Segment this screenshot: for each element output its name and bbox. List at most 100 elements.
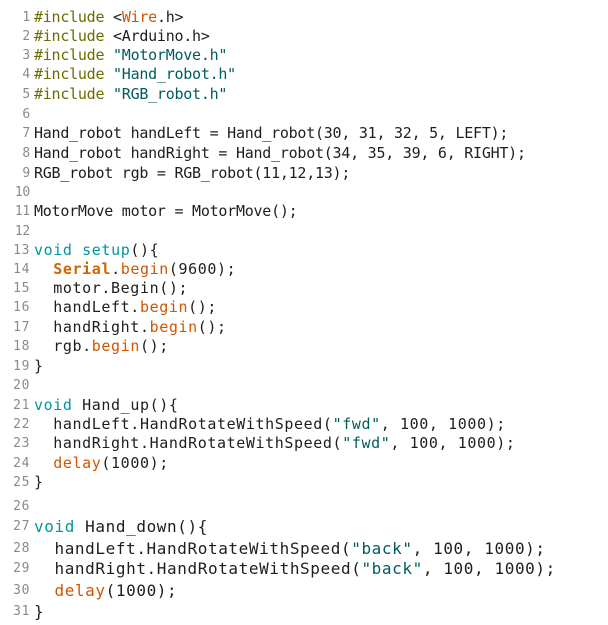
line-number: 20 bbox=[13, 377, 30, 393]
code-line[interactable]: 17 handRight.begin(); bbox=[0, 317, 608, 337]
code-token: } bbox=[34, 601, 45, 621]
line-number: 2 bbox=[22, 28, 30, 44]
code-token: begin bbox=[149, 318, 198, 336]
code-line[interactable]: 7 Hand_robot handLeft = Hand_robot(30, 3… bbox=[0, 123, 608, 143]
code-line[interactable]: 25 } bbox=[0, 472, 608, 492]
code-token: . bbox=[111, 260, 121, 278]
code-token: void bbox=[34, 516, 75, 536]
code-line[interactable]: 18 rgb.begin(); bbox=[0, 336, 608, 356]
code-token: delay bbox=[54, 580, 106, 600]
code-token: (); bbox=[139, 337, 169, 355]
code-token: (1000); bbox=[101, 454, 169, 472]
line-number: 19 bbox=[13, 358, 30, 374]
code-token: rgb. bbox=[34, 337, 92, 355]
line-code: Hand_robot handRight = Hand_robot(34, 35… bbox=[34, 144, 526, 162]
line-code: motor.Begin(); bbox=[34, 279, 188, 297]
line-number: 26 bbox=[13, 498, 30, 514]
code-token: MotorMove motor = MotorMove(); bbox=[34, 202, 298, 220]
code-line[interactable]: 29 handRight.HandRotateWithSpeed("back",… bbox=[0, 558, 608, 578]
line-number: 16 bbox=[13, 299, 30, 315]
code-line[interactable]: 1 #include <Wire.h> bbox=[0, 7, 608, 27]
code-line[interactable]: 10 bbox=[0, 182, 608, 202]
line-code: delay(1000); bbox=[34, 581, 177, 600]
line-number: 30 bbox=[13, 582, 30, 598]
code-token: handLeft.HandRotateWithSpeed( bbox=[34, 415, 333, 433]
line-code: #include "MotorMove.h" bbox=[34, 46, 227, 64]
code-token: #include bbox=[34, 65, 105, 83]
code-line[interactable]: 6 bbox=[0, 104, 608, 124]
code-token: handRight.HandRotateWithSpeed( bbox=[34, 434, 343, 452]
code-token: } bbox=[34, 473, 44, 491]
line-number: 28 bbox=[13, 540, 30, 556]
code-line[interactable]: 12 bbox=[0, 221, 608, 241]
code-line[interactable]: 16 handLeft.begin(); bbox=[0, 297, 608, 317]
code-line[interactable]: 28 handLeft.HandRotateWithSpeed("back", … bbox=[0, 538, 608, 558]
code-line[interactable]: 14 Serial.begin(9600); bbox=[0, 259, 608, 279]
code-token: Serial bbox=[53, 260, 112, 278]
code-line[interactable]: 5 #include "RGB_robot.h" bbox=[0, 84, 608, 104]
code-line[interactable]: 19 } bbox=[0, 356, 608, 376]
line-code: Hand_robot handLeft = Hand_robot(30, 31,… bbox=[34, 124, 508, 142]
code-token: (1000); bbox=[105, 580, 178, 600]
code-token: Hand_up(){ bbox=[72, 396, 179, 414]
line-code: #include <Wire.h> bbox=[34, 8, 184, 26]
line-number: 11 bbox=[14, 203, 30, 219]
code-line[interactable]: 30 delay(1000); bbox=[0, 580, 608, 600]
line-number: 1 bbox=[22, 9, 30, 25]
code-token bbox=[73, 241, 83, 259]
code-token: (9600); bbox=[168, 260, 237, 278]
code-token: void bbox=[34, 396, 73, 414]
line-code: handLeft.HandRotateWithSpeed("fwd", 100,… bbox=[34, 415, 506, 433]
code-token: begin bbox=[139, 298, 189, 316]
code-token: handLeft. bbox=[34, 298, 140, 316]
code-line[interactable]: 24 delay(1000); bbox=[0, 453, 608, 473]
code-token: Hand_robot handLeft = Hand_robot(30, 31,… bbox=[34, 124, 509, 142]
code-line[interactable]: 9 RGB_robot rgb = RGB_robot(11,12,13); bbox=[0, 163, 608, 183]
code-token: < bbox=[113, 8, 122, 26]
line-code: } bbox=[34, 357, 44, 375]
line-number: 31 bbox=[13, 603, 30, 619]
code-line[interactable]: 15 motor.Begin(); bbox=[0, 278, 608, 298]
line-number: 3 bbox=[22, 47, 30, 63]
code-line[interactable]: 13 void setup(){ bbox=[0, 240, 608, 260]
code-token: "fwd" bbox=[332, 415, 381, 433]
code-line[interactable]: 2 #include <Arduino.h> bbox=[0, 26, 608, 46]
line-number: 4 bbox=[22, 66, 30, 82]
line-code: handRight.HandRotateWithSpeed("fwd", 100… bbox=[34, 434, 516, 452]
code-token: void bbox=[34, 241, 73, 259]
line-code: void Hand_up(){ bbox=[34, 396, 178, 414]
code-token bbox=[104, 65, 113, 83]
line-code: void setup(){ bbox=[34, 241, 159, 259]
line-code: } bbox=[34, 473, 44, 491]
code-line[interactable]: 3 #include "MotorMove.h" bbox=[0, 45, 608, 65]
code-token: <Arduino.h> bbox=[104, 27, 210, 45]
code-line[interactable]: 22 handLeft.HandRotateWithSpeed("fwd", 1… bbox=[0, 414, 608, 434]
line-number: 25 bbox=[13, 474, 30, 490]
code-line[interactable]: 8 Hand_robot handRight = Hand_robot(34, … bbox=[0, 143, 608, 163]
code-token: "MotorMove.h" bbox=[113, 46, 228, 64]
code-token: "back" bbox=[361, 558, 423, 578]
line-number: 9 bbox=[22, 165, 30, 181]
line-code: RGB_robot rgb = RGB_robot(11,12,13); bbox=[34, 164, 350, 182]
code-token: "back" bbox=[351, 538, 413, 558]
code-line[interactable]: 21 void Hand_up(){ bbox=[0, 395, 608, 415]
code-token: handLeft.HandRotateWithSpeed( bbox=[34, 538, 352, 558]
code-token: "Hand_robot.h" bbox=[113, 65, 236, 83]
code-token: RGB_robot rgb = RGB_robot(11,12,13); bbox=[34, 164, 351, 182]
code-token: } bbox=[34, 357, 44, 375]
code-line[interactable]: 11 MotorMove motor = MotorMove(); bbox=[0, 201, 608, 221]
code-token: begin bbox=[120, 260, 169, 278]
code-line[interactable]: 20 bbox=[0, 375, 608, 395]
code-token bbox=[104, 46, 113, 64]
code-token: , 100, 1000); bbox=[412, 538, 546, 558]
code-line[interactable]: 27 void Hand_down(){ bbox=[0, 516, 608, 536]
code-line[interactable]: 26 bbox=[0, 496, 608, 516]
code-line[interactable]: 4 #include "Hand_robot.h" bbox=[0, 64, 608, 84]
code-token bbox=[104, 8, 113, 26]
code-line[interactable]: 23 handRight.HandRotateWithSpeed("fwd", … bbox=[0, 433, 608, 453]
line-code: #include <Arduino.h> bbox=[34, 27, 210, 45]
line-code: #include "RGB_robot.h" bbox=[34, 85, 227, 103]
code-line[interactable]: 31 } bbox=[0, 601, 608, 621]
line-code: delay(1000); bbox=[34, 454, 169, 472]
